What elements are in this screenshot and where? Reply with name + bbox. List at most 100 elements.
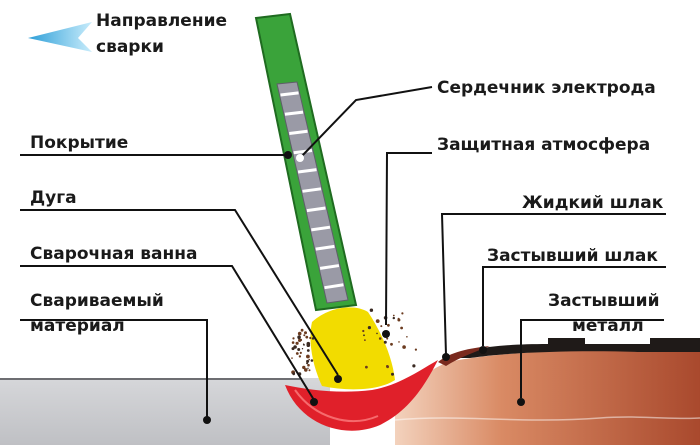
leader-liquid-slag (440, 213, 666, 356)
gas-particle (387, 323, 390, 327)
leader-core (299, 86, 433, 159)
gas-particle (364, 339, 366, 341)
leader-shield (385, 152, 432, 326)
gas-particle (383, 340, 387, 344)
gas-particle (292, 372, 296, 376)
core-stripe (284, 110, 304, 116)
gas-particle (367, 326, 371, 330)
gas-particle (303, 334, 306, 337)
gas-particle (311, 337, 315, 340)
gas-particle (297, 348, 301, 351)
gas-particle (297, 335, 301, 340)
core-stripe (280, 91, 299, 97)
direction-label-line2: сварки (96, 37, 164, 57)
marker-metal (517, 398, 525, 406)
gas-particle (308, 369, 311, 372)
gas-particle (392, 316, 395, 320)
gas-particle (305, 335, 309, 339)
gas-particle (362, 329, 365, 333)
marker-core (296, 154, 304, 162)
marker-arc (334, 375, 342, 383)
marker-solid-slag (479, 346, 487, 354)
gas-particle (306, 359, 310, 363)
direction-arrow-icon (28, 22, 92, 52)
gas-particle (309, 336, 312, 340)
gas-particle (295, 352, 299, 355)
leader-arc (20, 209, 339, 376)
marker-liquid-slag (442, 353, 450, 361)
gas-particle (400, 326, 403, 330)
gas-particle (292, 337, 295, 340)
gas-particle (390, 342, 393, 346)
gas-particle (300, 328, 304, 332)
leader-solid-slag (482, 266, 666, 346)
gas-particle (291, 357, 293, 359)
label-shield: Защитная атмосфера (437, 135, 650, 155)
gas-particle (295, 341, 299, 345)
core-stripe (302, 187, 322, 193)
metal-base-edge (394, 416, 700, 421)
core-stripe (306, 206, 326, 213)
liquid-slag (438, 346, 490, 366)
gas-particle (307, 363, 310, 367)
gas-particle (365, 365, 368, 369)
gas-particle (412, 364, 416, 368)
leader-pool (20, 265, 315, 401)
gas-particle (310, 359, 314, 362)
gas-particle (302, 365, 306, 370)
leader-base (20, 319, 208, 418)
solid-metal (395, 350, 700, 445)
gas-particle (378, 337, 382, 340)
gas-particle (406, 336, 408, 338)
gas-particle (304, 331, 307, 335)
gas-particle (386, 365, 389, 368)
gas-particle (297, 331, 302, 336)
gas-particle (307, 367, 309, 369)
direction-label-line1: Направление (96, 11, 227, 31)
gas-particle (299, 351, 302, 354)
gas-particle (401, 312, 404, 315)
label-solid-slag: Застывший шлак (487, 246, 658, 266)
core-stripe (297, 168, 317, 174)
leader-metal (520, 319, 664, 398)
gas-particle (293, 345, 297, 349)
gas-particle (306, 349, 310, 352)
label-metal-line2: металл (572, 316, 644, 336)
pool-highlight (294, 389, 379, 422)
label-coating: Покрытие (30, 133, 128, 153)
gas-particle (376, 332, 378, 335)
gas-particle (380, 325, 383, 328)
gas-particle (304, 368, 308, 372)
gas-particle (306, 354, 310, 359)
label-liquid-slag: Жидкий шлак (522, 193, 664, 213)
core-stripe (319, 264, 340, 270)
gas-particle (375, 319, 380, 323)
core-stripe (324, 283, 344, 290)
gas-particle (291, 341, 295, 344)
gas-particle (298, 338, 302, 342)
solid-slag (445, 338, 700, 358)
gas-particle (386, 337, 389, 340)
marker-base (203, 416, 211, 424)
gas-particle (398, 341, 400, 343)
label-base-line2: материал (30, 316, 125, 336)
gas-particle (397, 318, 401, 322)
base-material (0, 378, 330, 445)
gas-particle (369, 308, 374, 312)
gas-particle (392, 314, 395, 317)
gas-particle (301, 348, 304, 350)
label-pool: Сварочная ванна (30, 244, 197, 264)
label-metal-line1: Застывший (548, 291, 660, 311)
gas-particle (308, 358, 311, 361)
gas-particle (391, 372, 394, 376)
core-stripe (311, 225, 331, 232)
arc-zone (310, 307, 395, 390)
gas-particle (363, 334, 365, 337)
marker-shield (382, 330, 390, 338)
core-stripe (293, 148, 313, 155)
gas-particle (402, 345, 406, 349)
gas-particle (298, 355, 302, 358)
gas-particle (302, 343, 305, 345)
